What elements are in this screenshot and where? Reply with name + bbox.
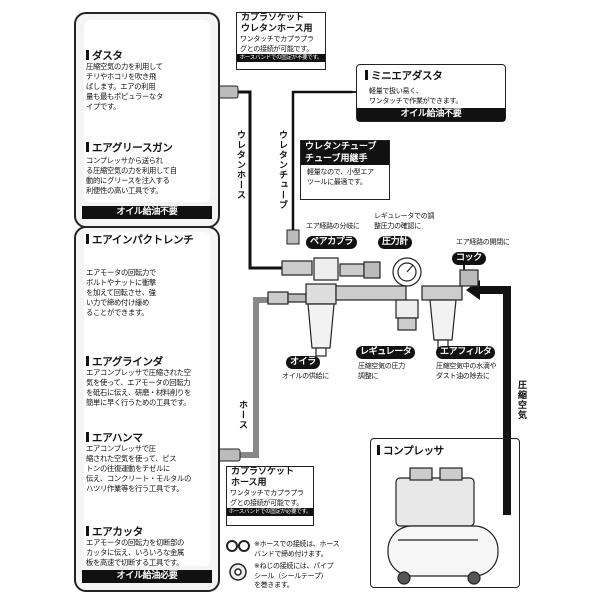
hose-label: ホース [237, 400, 247, 430]
dasuta-desc: 圧縮空気の力を利用してチリやホコリを吹き飛ばします。エアの利用量も最もポピュラー… [86, 62, 163, 111]
tube-joint-title: ウレタンチューブチューブ用継手 [301, 141, 389, 165]
cock-note: エア経路の開閉に [456, 238, 510, 246]
hose-band-note: ※ホースでの接続は、ホースバンドで締め付けます。 [254, 540, 340, 558]
pair-coupler-label: ペアカプラ [306, 236, 358, 249]
coupler-socket-hose-box: カプラソケット ホース用 ワンタッチでカプラプラグとの接続が可能です。 ホースバ… [226, 466, 314, 526]
mini-duster-desc: 軽量で扱い易く、ワンタッチで作業ができます。 [369, 87, 463, 105]
dasuta-title: ダスタ [86, 48, 123, 63]
air-filter-desc: 圧縮空気中の水滴やダスト油の除去に [436, 362, 497, 380]
urethane-tube-label: ウレタンチューブ [277, 130, 287, 210]
regulator-label: レギュレータ [356, 346, 416, 359]
mini-duster-oil-note: オイル給油不要 [357, 108, 505, 121]
tube-joint-desc: 軽量なので、小型エアツールに最適です。 [307, 168, 374, 186]
grease-gun-title: エアグリースガン [86, 140, 173, 155]
compressed-air-label: 圧縮空気 [516, 380, 526, 420]
compressor-title: コンプレッサ [377, 443, 444, 458]
compressed-air-arrow [480, 286, 511, 515]
hose-line [237, 297, 278, 458]
mini-duster-title: ミニエアダスタ [365, 68, 443, 83]
impact-wrench-title: エアインパクトレンチ [86, 232, 194, 247]
socket-bottom-desc: ワンタッチでカプラプラグとの接続が可能です。 [230, 489, 304, 507]
tube-joint-box: ウレタンチューブチューブ用継手 軽量なので、小型エアツールに最適です。 [300, 140, 390, 200]
grease-gun-desc: コンプレッサから送られる圧縮空気の力を利用して自動的にグリースを注入する利便性の… [86, 156, 177, 195]
seal-tape-note: ※ねじの接続には、パイプシール（シールテープ）を巻きます。 [254, 562, 334, 589]
socket-top-note: ホースバンドでの固定が不要です。 [237, 54, 325, 62]
compressor-box: コンプレッサ [370, 438, 520, 588]
hose-band-icon [226, 540, 250, 552]
air-filter-label: エアフィルタ [436, 346, 496, 359]
tube-fitting-icon [286, 229, 300, 245]
air-cutter-title: エアカッタ [86, 524, 143, 539]
mini-duster-box: ミニエアダスタ 軽量で扱い易く、ワンタッチで作業ができます。 オイル給油不要 [356, 64, 506, 122]
regulator-desc: 圧縮空気の圧力調整に [358, 362, 405, 380]
socket-bottom-title1: カプラソケット [231, 467, 295, 477]
frl-unit [267, 257, 479, 357]
gauge-label: 圧力計 [378, 236, 412, 249]
oiler-desc: オイルの供給に [282, 372, 329, 380]
air-cutter-desc: エアモータの回転力を切断部のカッタに伝え、いろいろな金属板を高速で切断する工具で… [86, 538, 184, 567]
socket-bottom-title2: ホース用 [231, 478, 267, 488]
impact-wrench-desc: エアモータの回転力でボルトやナットに衝撃を加えて回転させ、強い力で締め付け緩める… [86, 268, 156, 317]
left-panel-bottom: エアインパクトレンチ エアモータの回転力でボルトやナットに衝撃を加えて回転させ、… [74, 226, 220, 592]
socket-top-title1: カプラソケット [241, 13, 305, 23]
oil-required-badge: オイル給油必要 [82, 570, 212, 583]
air-hammer-title: エアハンマ [86, 430, 143, 445]
seal-tape-icon [229, 563, 247, 581]
cock-label: コック [452, 252, 486, 265]
socket-top-desc: ワンタッチでカプラプラグとの接続が可能です。 [240, 35, 314, 53]
air-hammer-desc: エアコンプレッサで圧縮された空気を使って、ピストンの往復運動をチゼルに伝え、コン… [86, 444, 191, 493]
pair-coupler-note: エア経路の分岐に [306, 222, 360, 230]
socket-bottom-note: ホースバンドでの固定が必要です。 [227, 508, 313, 516]
regulator-note: レギュレータでの調整圧力の確認に [374, 212, 435, 230]
left-panel-top: ダスタ 圧縮空気の力を利用してチリやホコリを吹き飛ばします。エアの利用量も最もポ… [74, 12, 220, 228]
socket-top-title2: ウレタンホース用 [241, 24, 313, 34]
coupler-socket-urethane-box: カプラソケット ウレタンホース用 ワンタッチでカプラプラグとの接続が可能です。 … [236, 12, 326, 70]
urethane-hose-label: ウレタンホース [235, 130, 245, 200]
urethane-hose-line [236, 90, 294, 270]
grinder-title: エアグラインダ [86, 354, 163, 369]
oil-not-required-badge-top: オイル給油不要 [82, 206, 212, 219]
oiler-label: オイラ [286, 356, 320, 369]
urethane-tube-line [291, 90, 354, 242]
grinder-desc: エアコンプレッサで圧縮された空気を使って、エアモータの回転力を砥石に伝え、研磨・… [86, 368, 191, 407]
compressor-icon [387, 467, 499, 585]
